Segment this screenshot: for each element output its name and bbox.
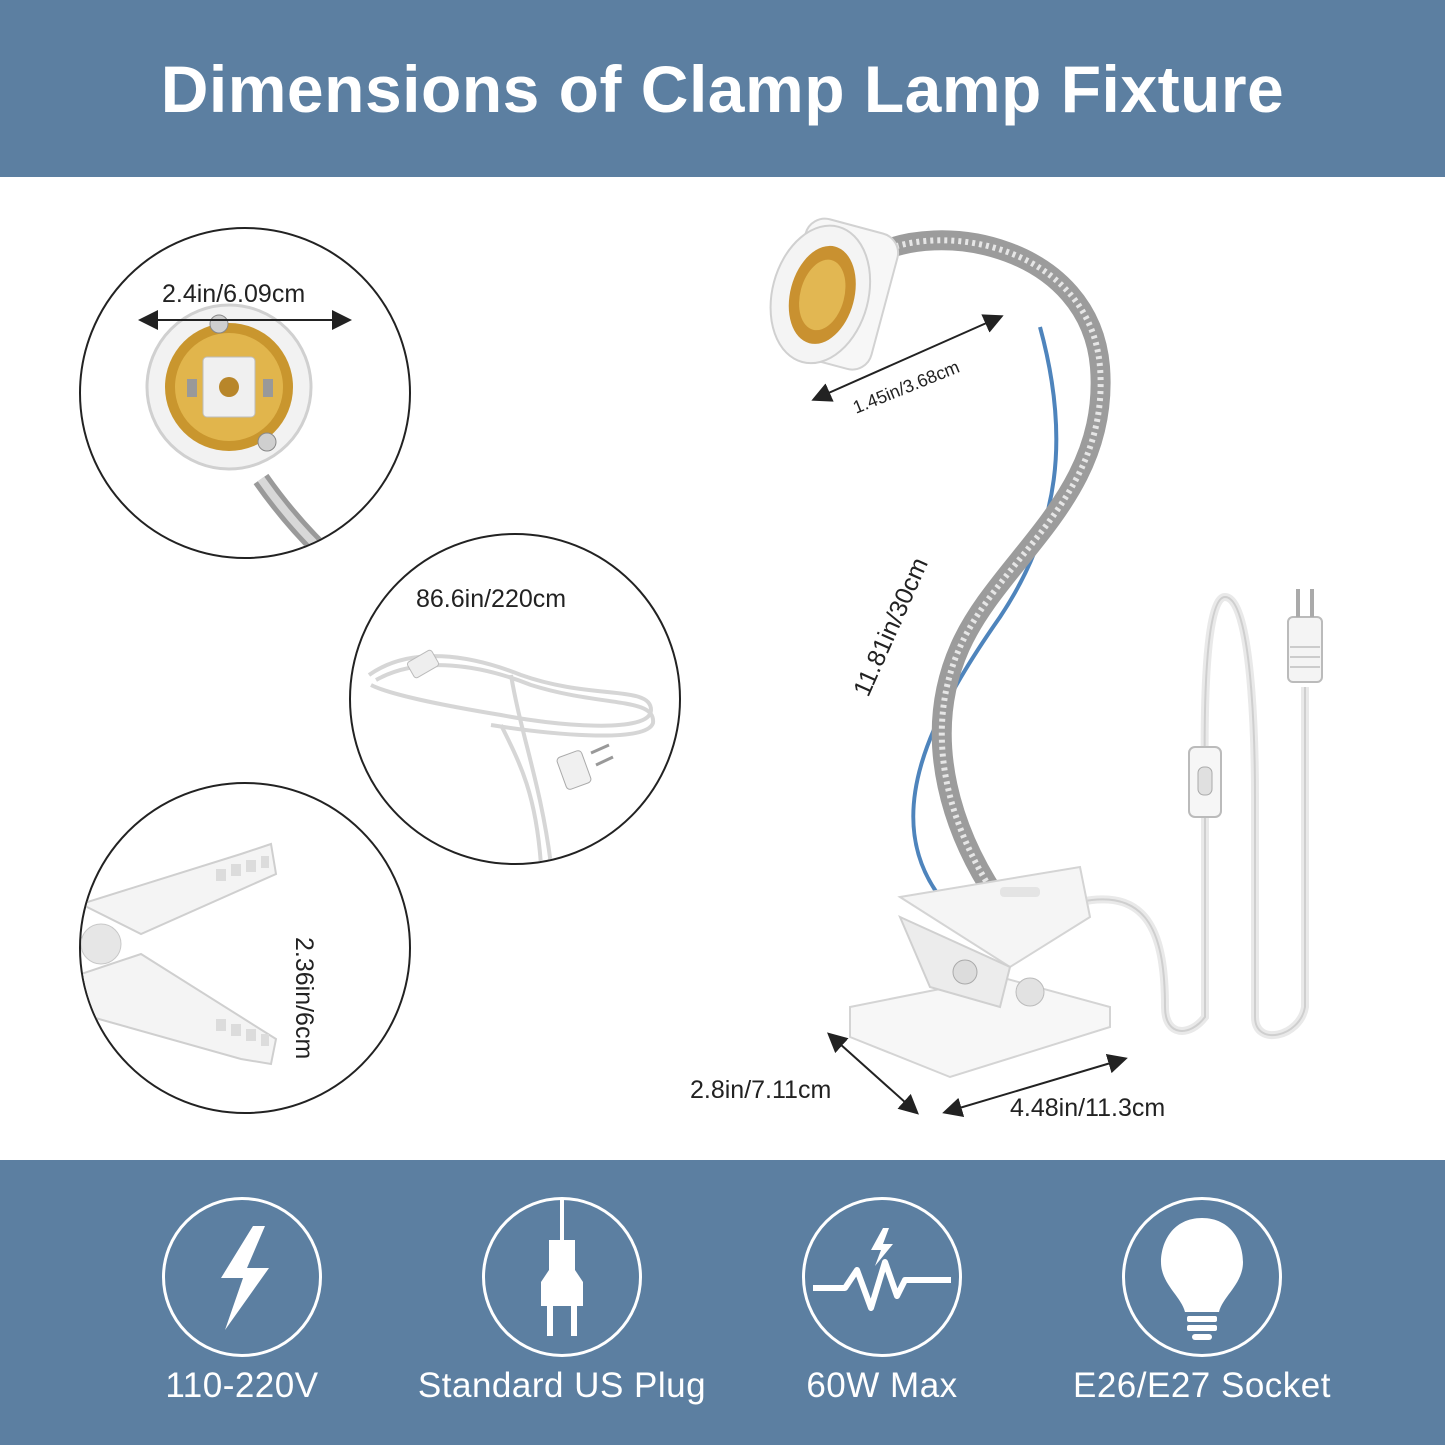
feature-voltage-label: 110-220V <box>165 1366 319 1405</box>
plug-icon <box>482 1197 642 1357</box>
clip-depth-label: 2.8in/7.11cm <box>690 1076 832 1104</box>
feature-plug-label: Standard US Plug <box>417 1366 707 1405</box>
power-wave-icon <box>802 1197 962 1357</box>
power-cord-image <box>367 649 656 863</box>
clip-detail-circle <box>79 782 411 1114</box>
page-title: Dimensions of Clamp Lamp Fixture <box>160 51 1285 126</box>
socket-detail-circle <box>79 227 411 559</box>
bulb-icon <box>1122 1197 1282 1357</box>
product-area: 2.4in/6.09cm 86.6in/220cm <box>0 177 1445 1160</box>
feature-plug: Standard US Plug <box>402 1160 722 1445</box>
clamp-lamp-image <box>769 217 1323 1079</box>
feature-socket-label: E26/E27 Socket <box>1073 1366 1331 1405</box>
socket-diameter-label: 2.4in/6.09cm <box>162 280 306 308</box>
clip-length-label: 4.48in/11.3cm <box>1010 1094 1166 1122</box>
feature-band: 110-220V Standard US Plug 60W Max <box>0 1160 1445 1445</box>
feature-wattage: 60W Max <box>722 1160 1042 1445</box>
header-band: Dimensions of Clamp Lamp Fixture <box>0 0 1445 177</box>
feature-wattage-label: 60W Max <box>806 1366 958 1405</box>
clip-jaw-image <box>81 842 278 1066</box>
feature-socket: E26/E27 Socket <box>1042 1160 1362 1445</box>
feature-voltage: 110-220V <box>82 1160 402 1445</box>
cord-length-label: 86.6in/220cm <box>416 585 567 613</box>
lightning-icon <box>162 1197 322 1357</box>
socket-top-view-image <box>145 303 342 557</box>
cord-detail-circle <box>349 533 681 865</box>
